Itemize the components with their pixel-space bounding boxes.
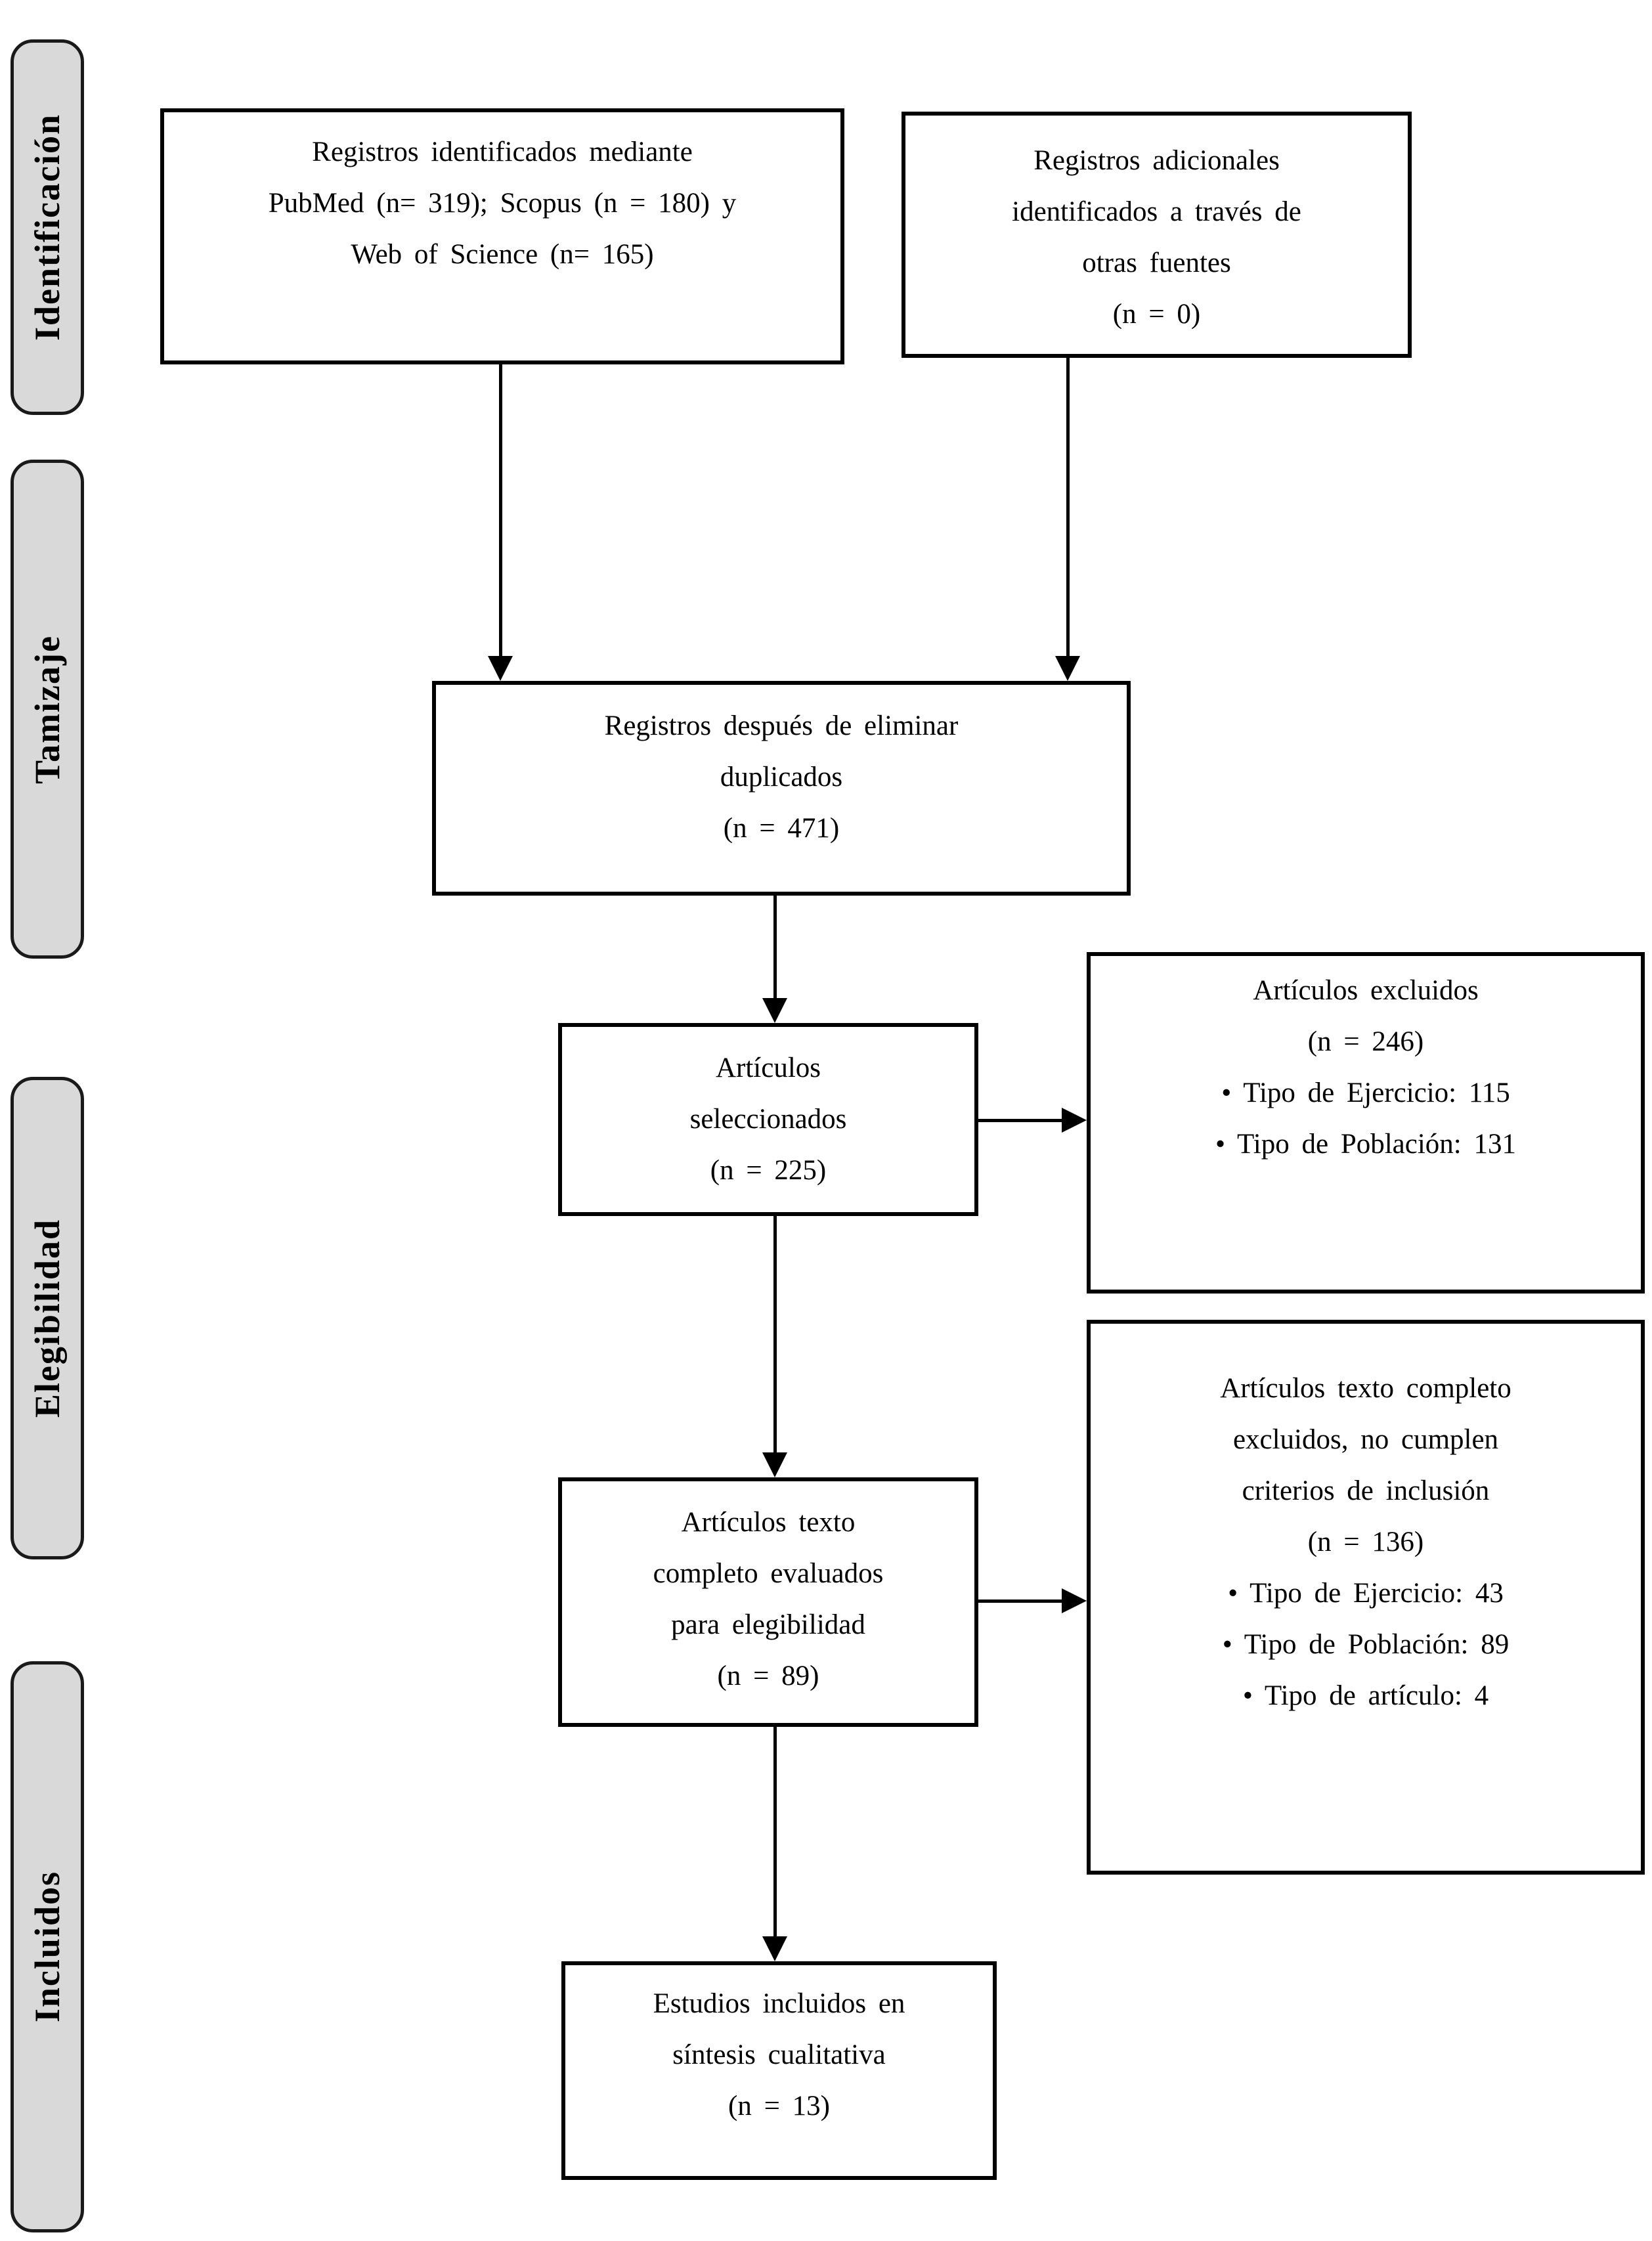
- box-text-line: criterios de inclusión: [1242, 1475, 1490, 1506]
- stage-label-incluidos: Incluidos: [28, 1871, 67, 2023]
- arrowhead-down-icon: [762, 998, 787, 1023]
- box-text-line: (n = 136): [1307, 1527, 1424, 1557]
- arrowhead-right-icon: [1062, 1108, 1087, 1133]
- box-text-line: PubMed (n= 319); Scopus (n = 180) y: [268, 188, 737, 219]
- box-text-line: identificados a través de: [1012, 196, 1301, 227]
- box-text-line: • Tipo de Ejercicio: 43: [1228, 1578, 1504, 1609]
- box-text-line: • Tipo de artículo: 4: [1242, 1680, 1489, 1711]
- arrowhead-right-icon: [1062, 1588, 1087, 1613]
- stage-bar-elegibilidad: Elegibilidad: [11, 1077, 84, 1559]
- box-text-line: Artículos: [715, 1053, 821, 1083]
- stage-bar-identificacion: Identificación: [11, 39, 84, 415]
- stage-label-tamizaje: Tamizaje: [28, 634, 67, 784]
- box-text-line: Registros adicionales: [1033, 145, 1280, 176]
- box-text-line: • Tipo de Población: 89: [1222, 1629, 1510, 1660]
- box-text-line: Registros identificados mediante: [312, 137, 693, 167]
- box-text-line: (n = 471): [723, 813, 840, 844]
- stage-bar-tamizaje: Tamizaje: [11, 460, 84, 959]
- arrowhead-down-icon: [762, 1936, 787, 1961]
- stage-label-elegibilidad: Elegibilidad: [28, 1218, 67, 1418]
- box-text-line: (n = 225): [710, 1155, 827, 1186]
- box-text-line: Artículos excluidos: [1253, 975, 1479, 1006]
- box-text-line: completo evaluados: [653, 1558, 884, 1589]
- box-additional-records: Registros adicionales identificados a tr…: [902, 112, 1412, 358]
- arrow-fulltext-to-included: [773, 1727, 777, 1938]
- box-text-line: Artículos texto completo: [1220, 1373, 1511, 1404]
- box-records-after-duplicates-removed: Registros después de eliminar duplicados…: [432, 681, 1131, 896]
- stage-bar-incluidos: Incluidos: [11, 1661, 84, 2232]
- arrow-fulltext-to-fulltext-excluded: [978, 1599, 1064, 1603]
- box-text-line: (n = 246): [1307, 1026, 1424, 1057]
- box-articles-selected: Artículos seleccionados (n = 225): [558, 1023, 978, 1216]
- box-fulltext-assessed: Artículos texto completo evaluados para …: [558, 1477, 978, 1727]
- box-text-line: Web of Science (n= 165): [351, 239, 654, 270]
- box-text-line: otras fuentes: [1082, 248, 1231, 278]
- box-text-line: seleccionados: [689, 1104, 847, 1135]
- box-records-identified: Registros identificados mediante PubMed …: [160, 108, 844, 364]
- arrowhead-down-icon: [762, 1452, 787, 1477]
- box-text-line: Estudios incluidos en: [653, 1988, 905, 2019]
- arrow-deduplicated-to-selected: [773, 896, 777, 1001]
- box-fulltext-excluded: Artículos texto completo excluidos, no c…: [1087, 1320, 1645, 1875]
- arrow-selected-to-fulltext: [773, 1216, 777, 1455]
- box-text-line: duplicados: [720, 762, 843, 793]
- arrowhead-down-icon: [488, 656, 513, 681]
- box-text-line: para elegibilidad: [671, 1609, 865, 1640]
- box-text-line: síntesis cualitativa: [672, 2039, 886, 2070]
- box-studies-included: Estudios incluidos en síntesis cualitati…: [561, 1961, 997, 2180]
- box-text-line: (n = 89): [717, 1661, 819, 1691]
- arrowhead-down-icon: [1055, 656, 1080, 681]
- arrow-additional-to-deduplicated: [1066, 358, 1070, 659]
- box-articles-excluded: Artículos excluidos (n = 246) • Tipo de …: [1087, 952, 1645, 1294]
- arrow-selected-to-excluded: [978, 1119, 1064, 1122]
- box-text-line: (n = 13): [728, 2091, 830, 2121]
- stage-label-identificacion: Identificación: [28, 114, 67, 341]
- arrow-identified-to-deduplicated: [499, 364, 502, 659]
- box-text-line: • Tipo de Ejercicio: 115: [1221, 1077, 1510, 1108]
- box-text-line: • Tipo de Población: 131: [1215, 1129, 1516, 1160]
- box-text-line: excluidos, no cumplen: [1232, 1424, 1499, 1455]
- box-text-line: (n = 0): [1112, 299, 1201, 330]
- box-text-line: Artículos texto: [681, 1507, 856, 1538]
- box-text-line: Registros después de eliminar: [604, 710, 959, 741]
